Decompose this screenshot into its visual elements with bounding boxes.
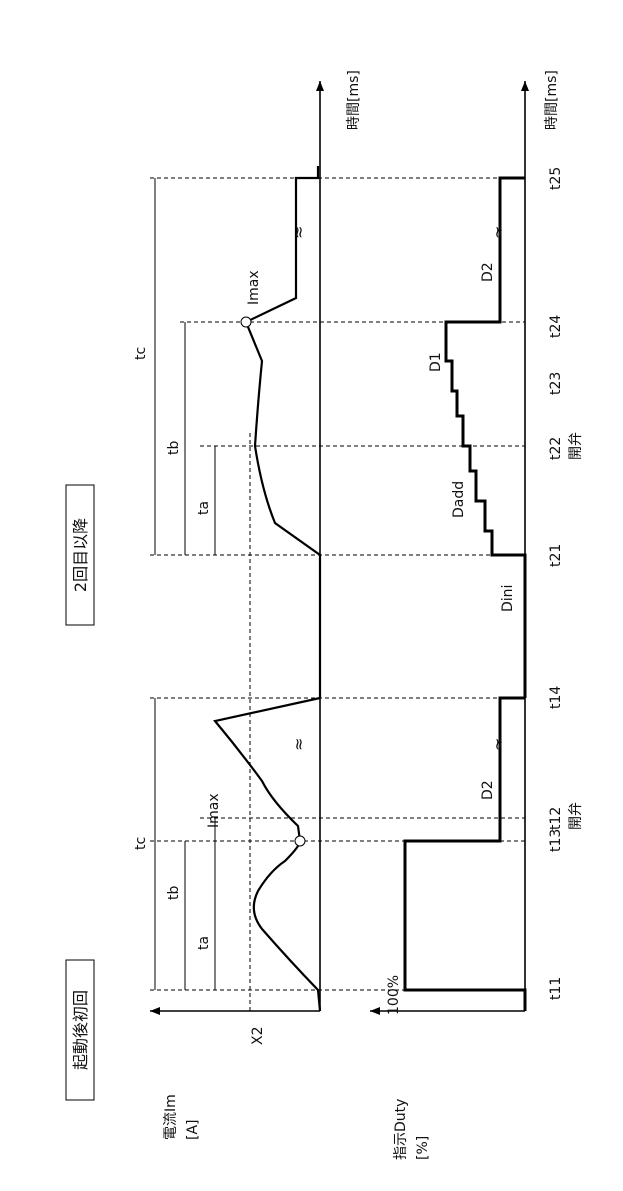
time-axis-label-bottom: 時間[ms]	[544, 70, 560, 130]
label-t21: t21	[548, 544, 564, 567]
label-t23: t23	[548, 372, 564, 395]
label-valve-open-2: 開弁	[568, 432, 584, 460]
tb-label-second: tb	[166, 441, 182, 455]
current-waveform-second	[246, 166, 320, 698]
duty-axis-label: 指示Duty	[393, 1099, 409, 1160]
time-axis-label-top: 時間[ms]	[346, 70, 362, 130]
tc-label-second: tc	[133, 347, 149, 360]
imax-label-second: Imax	[246, 270, 262, 305]
d2-label-first: D2	[480, 780, 496, 800]
current-time-arrow-icon	[316, 81, 324, 91]
break-mark-icon: ≈	[489, 226, 508, 239]
break-mark-icon: ≈	[289, 738, 308, 751]
x2-label: X2	[250, 1027, 266, 1046]
duty-time-arrow-icon	[521, 81, 529, 91]
title-second: 2回目以降	[71, 518, 90, 592]
d1-label: D1	[428, 352, 444, 372]
break-mark-icon: ≈	[489, 738, 508, 751]
duty-axis-unit: [%]	[415, 1136, 431, 1160]
label-t14: t14	[548, 686, 564, 709]
diagram-root: ≈ ≈ ≈ ≈	[150, 81, 529, 1015]
current-axis-label: 電流Im	[163, 1094, 179, 1140]
current-value-arrow-icon	[150, 1007, 160, 1015]
label-t22: t22	[548, 437, 564, 460]
label-t25: t25	[548, 167, 564, 190]
label-t11: t11	[548, 977, 564, 1000]
current-axis-unit: [A]	[185, 1119, 201, 1140]
label-t24: t24	[548, 315, 564, 338]
label-t12: t12	[548, 807, 564, 830]
dadd-label: Dadd	[451, 481, 467, 518]
imax-label-first: Imax	[206, 793, 222, 828]
dini-label: Dini	[500, 585, 516, 612]
d2-label-second: D2	[480, 262, 496, 282]
tb-label-first: tb	[166, 886, 182, 900]
imax-marker-second	[241, 317, 251, 327]
tc-label-first: tc	[133, 837, 149, 850]
ta-label-second: ta	[196, 501, 212, 515]
duty-100-label: 100%	[386, 975, 402, 1015]
ta-label-first: ta	[196, 936, 212, 950]
duty-value-arrow-icon	[370, 1007, 380, 1015]
label-t13: t13	[548, 829, 564, 852]
break-mark-icon: ≈	[289, 226, 308, 239]
imax-marker-first	[295, 836, 305, 846]
duty-step-second	[446, 178, 525, 698]
label-valve-open-1: 開弁	[568, 802, 584, 830]
title-first: 起動後初回	[71, 990, 90, 1070]
